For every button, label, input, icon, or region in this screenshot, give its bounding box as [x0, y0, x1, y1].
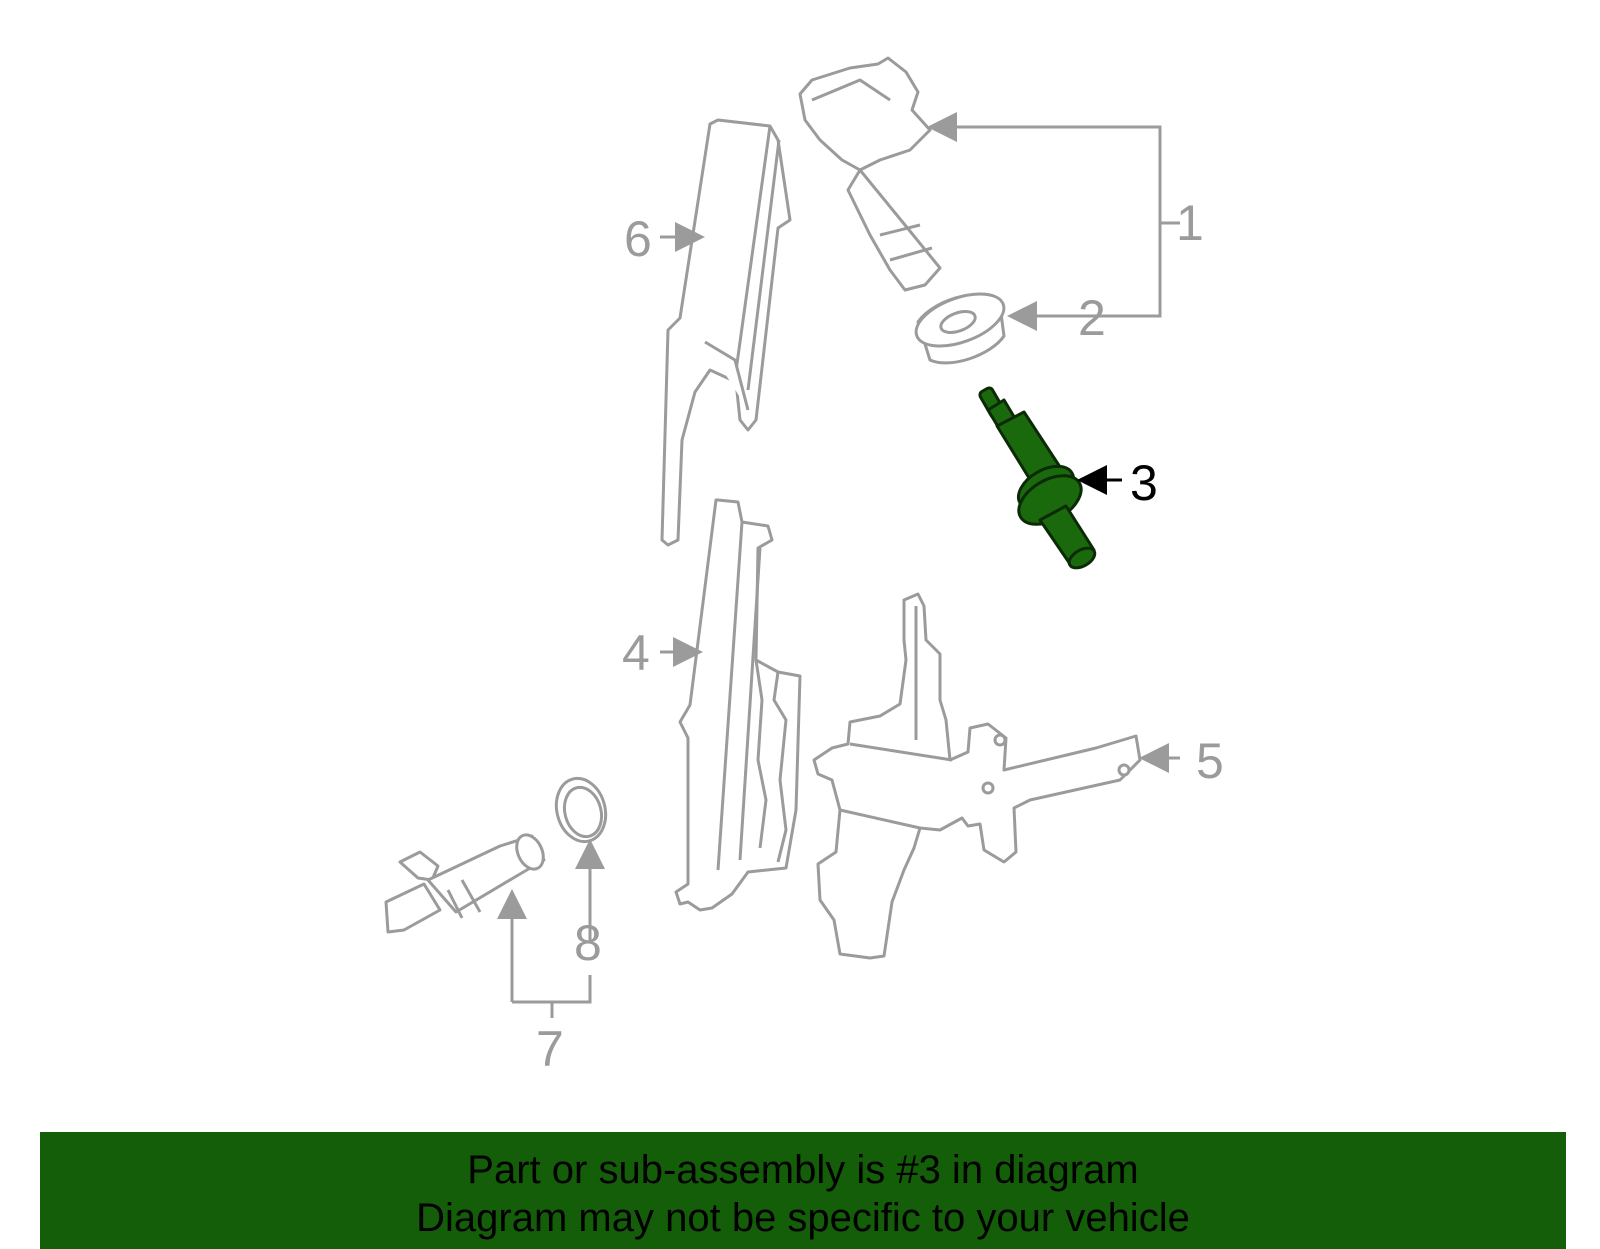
banner-line-part-number: Part or sub-assembly is #3 in diagram — [467, 1148, 1139, 1192]
callout-6: 6 — [624, 211, 652, 267]
upper-cover-part — [660, 118, 792, 547]
ignition-coil-part — [798, 56, 942, 292]
bracket-part — [812, 592, 1142, 960]
o-ring-part — [554, 776, 608, 844]
callout-3: 3 — [1130, 455, 1158, 511]
banner-line-disclaimer: Diagram may not be specific to your vehi… — [416, 1196, 1190, 1240]
callout-5: 5 — [1196, 733, 1224, 789]
info-banner: Part or sub-assembly is #3 in diagram Di… — [40, 1132, 1566, 1249]
intake-manifold-part — [674, 498, 802, 912]
callout-8: 8 — [574, 915, 602, 971]
callout-1: 1 — [1176, 195, 1204, 251]
callout-7: 7 — [536, 1021, 564, 1077]
seal-ring-part — [914, 292, 1006, 365]
camshaft-sensor-part — [384, 833, 546, 934]
callout-4: 4 — [622, 625, 650, 681]
leader-lines — [497, 112, 1180, 1018]
callout-2: 2 — [1078, 290, 1106, 346]
